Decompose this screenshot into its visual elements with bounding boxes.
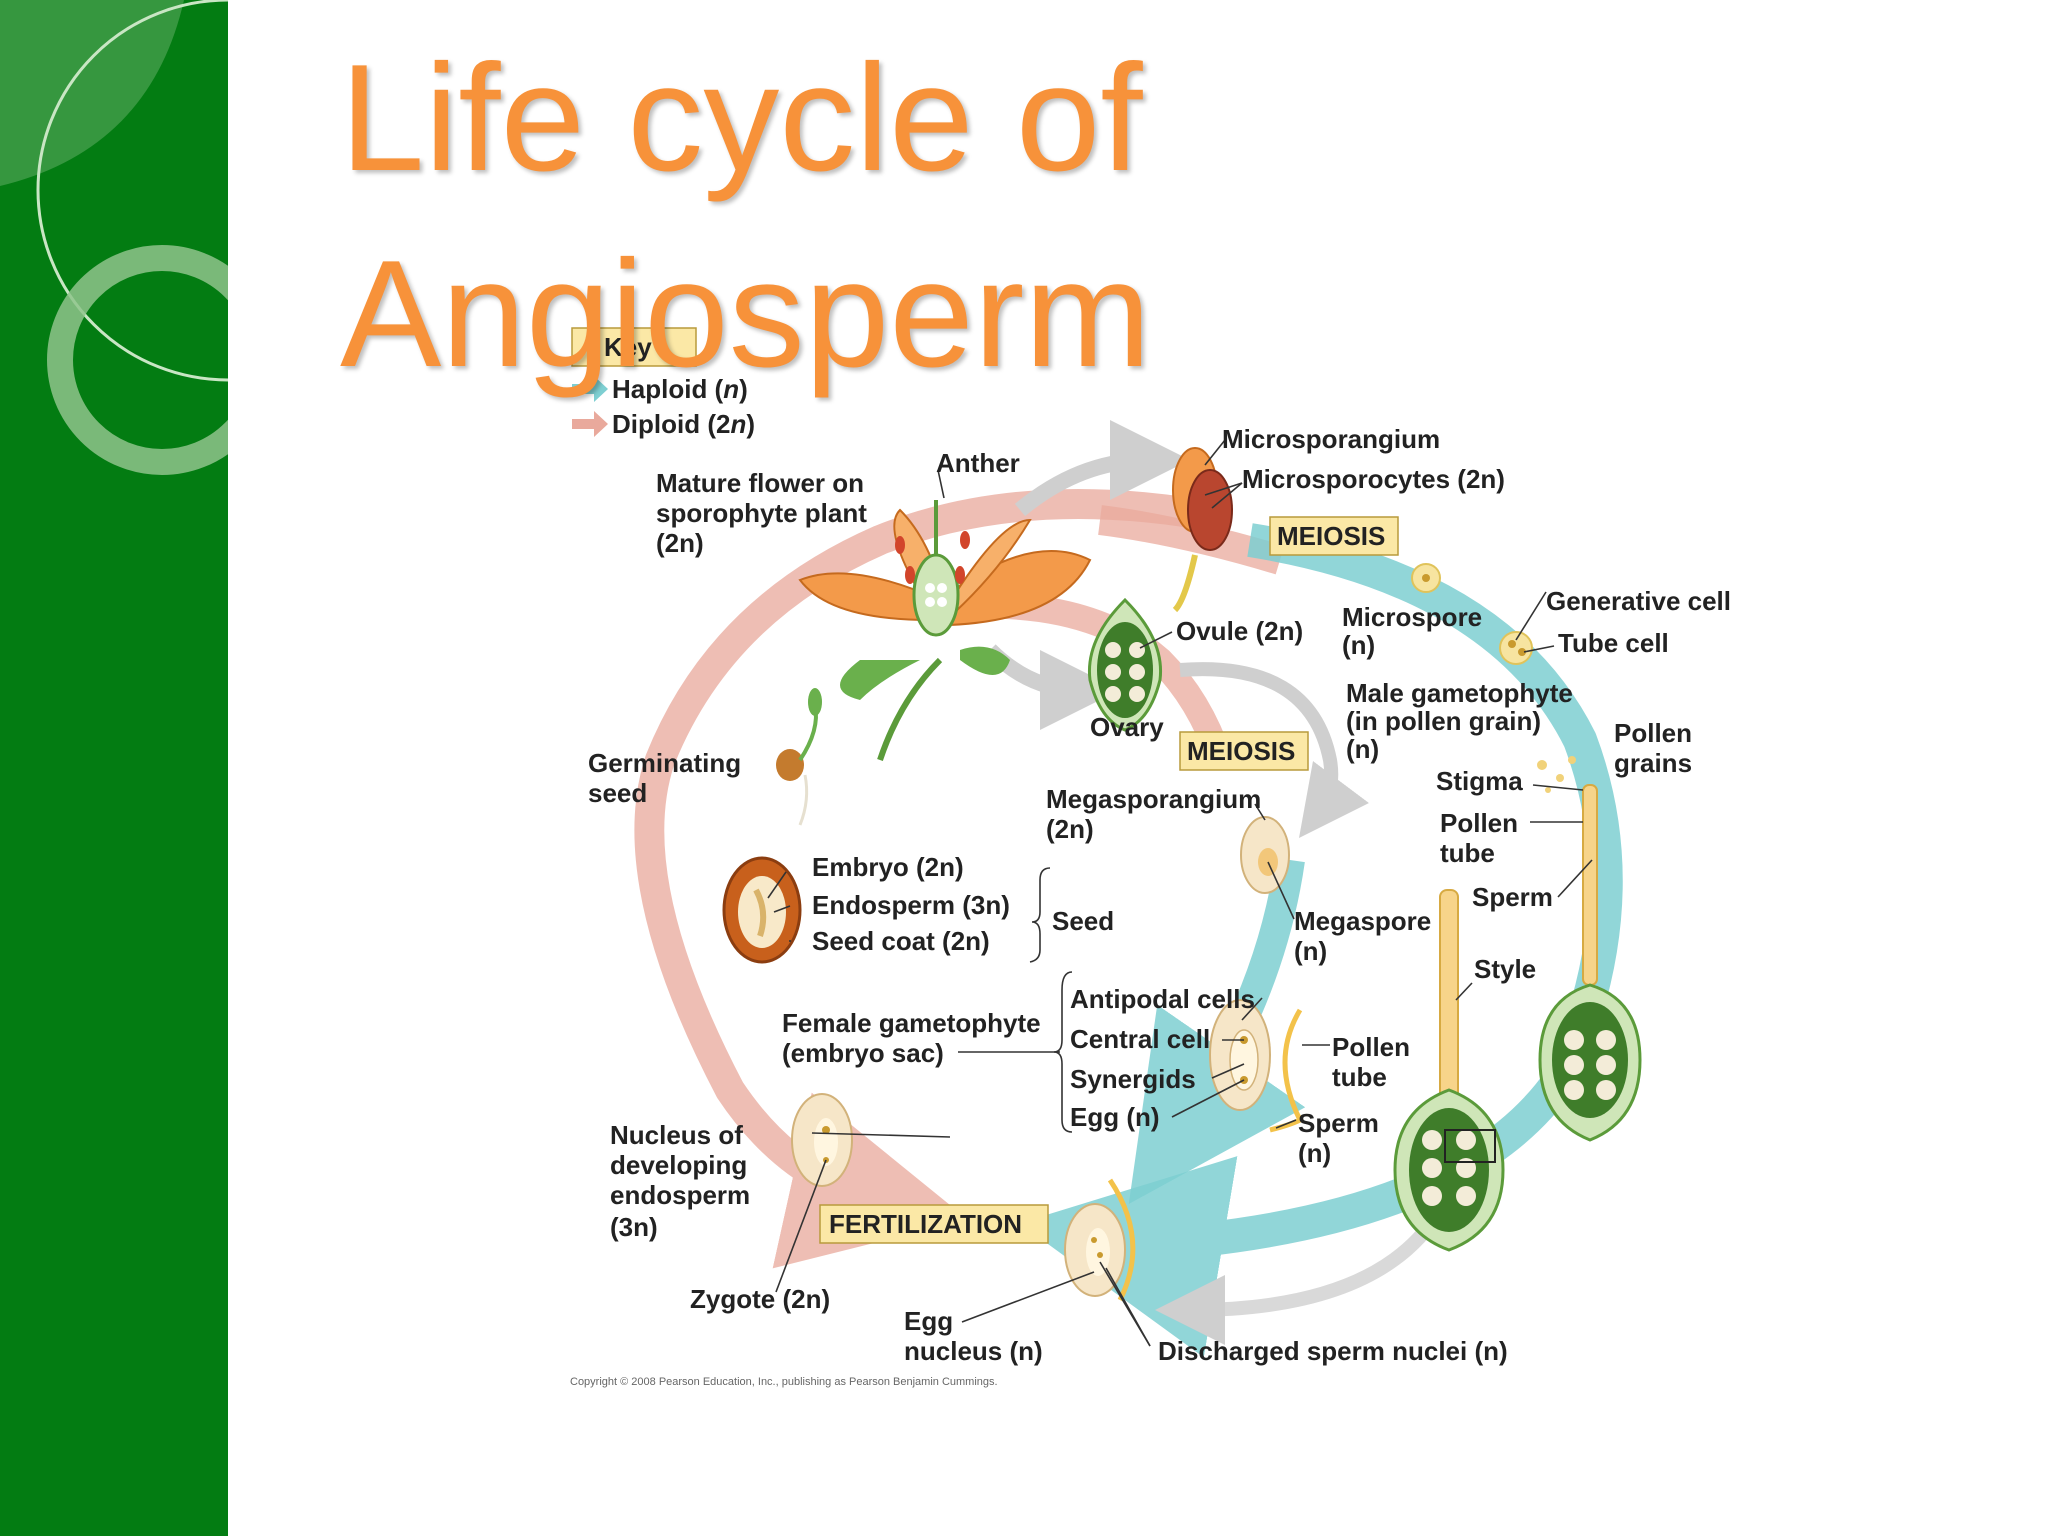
haploid-arrow-swatch [572, 376, 608, 402]
label-microspore-2: (n) [1342, 630, 1375, 660]
label-style: Style [1474, 954, 1536, 984]
label-zygote: Zygote (2n) [690, 1284, 830, 1314]
pistil-illustration [1538, 784, 1642, 1142]
label-sperm-2b: (n) [1298, 1138, 1331, 1168]
slide-title: Life cycle of Angiosperm [340, 20, 1240, 412]
label-pollen-grains-2: grains [1614, 748, 1692, 778]
label-egg: Egg (n) [1070, 1102, 1160, 1132]
label-endosperm: Endosperm (3n) [812, 890, 1010, 920]
label-ovary: Ovary [1090, 712, 1164, 742]
leader-lines [767, 439, 1593, 1347]
label-female-gametophyte-2: (embryo sac) [782, 1038, 944, 1068]
label-megasporangium-1: Megasporangium [1046, 784, 1261, 814]
label-sperm-2a: Sperm [1298, 1108, 1379, 1138]
label-mature-flower-2: sporophyte plant [656, 498, 867, 528]
tube-cell-dot [1518, 648, 1526, 656]
svg-text:MEIOSIS: MEIOSIS [1277, 521, 1385, 551]
sidebar-ring-large [36, 0, 228, 382]
fertilization-badge: FERTILIZATION [819, 1204, 1049, 1244]
label-germinating-seed-2: seed [588, 778, 647, 808]
label-megaspore-2: (n) [1294, 936, 1327, 966]
generative-cell-dot [1508, 640, 1516, 648]
style-ovary-illustration [1393, 889, 1505, 1252]
label-egg-nucleus-2: nucleus (n) [904, 1336, 1043, 1366]
ovary-illustration [1087, 597, 1163, 732]
diploid-cycle-band-outer [634, 489, 1233, 1269]
label-female-gametophyte-1: Female gametophyte [782, 1008, 1041, 1038]
seed-illustration [722, 856, 802, 964]
label-embryo: Embryo (2n) [812, 852, 964, 882]
sidebar-ring-small [47, 245, 228, 475]
label-pollen-tube-1b: tube [1440, 838, 1495, 868]
label-tube-cell: Tube cell [1558, 628, 1669, 658]
label-microsporocytes: Microsporocytes (2n) [1242, 464, 1505, 494]
mature-flower-illustration [798, 500, 1092, 761]
label-megaspore-1: Megaspore [1294, 906, 1431, 936]
label-megasporangium-2: (2n) [1046, 814, 1094, 844]
label-mature-flower-3: (2n) [656, 528, 704, 558]
label-microspore-1: Microspore [1342, 602, 1482, 632]
megasporangium-illustration [1240, 816, 1290, 894]
label-nucleus-endosperm-3: endosperm [610, 1180, 750, 1210]
svg-text:Haploid (n): Haploid (n) [612, 374, 748, 404]
key-haploid-ploidy: n [723, 374, 739, 404]
label-microsporangium: Microsporangium [1222, 424, 1440, 454]
label-pollen-tube-2a: Pollen [1332, 1032, 1410, 1062]
label-sperm-1: Sperm [1472, 882, 1553, 912]
meiosis-badge-2: MEIOSIS [1179, 731, 1309, 771]
label-synergids: Synergids [1070, 1064, 1196, 1094]
developing-endosperm-illustration [791, 1093, 853, 1187]
key-diploid-ploidy: n [730, 409, 746, 439]
slide-title-line-1: Life cycle of [340, 33, 1143, 203]
sidebar-decoration [0, 0, 228, 1536]
label-seed-coat: Seed coat (2n) [812, 926, 990, 956]
svg-text:Diploid (2n): Diploid (2n) [612, 409, 755, 439]
angiosperm-life-cycle-diagram: Key Haploid (n) Diploid (2n) [228, 0, 2048, 1536]
label-egg-nucleus-1: Egg [904, 1306, 953, 1336]
label-anther: Anther [936, 448, 1020, 478]
label-nucleus-endosperm-4: (3n) [610, 1212, 658, 1242]
label-discharged-sperm: Discharged sperm nuclei (n) [1158, 1336, 1508, 1366]
label-nucleus-endosperm-2: developing [610, 1150, 747, 1180]
label-ovule: Ovule (2n) [1176, 616, 1303, 646]
label-stigma: Stigma [1436, 766, 1523, 796]
label-mature-flower-1: Mature flower on [656, 468, 864, 498]
meiosis-badge-1: MEIOSIS [1269, 516, 1399, 556]
label-seed: Seed [1052, 906, 1114, 936]
arrow-ovule-to-megasporangium [1179, 662, 1369, 839]
label-antipodal-cells: Antipodal cells [1070, 984, 1255, 1014]
label-generative-cell: Generative cell [1546, 586, 1731, 616]
label-male-gametophyte-1: Male gametophyte [1346, 678, 1573, 708]
diagram-labels: Anther Mature flower on sporophyte plant… [588, 424, 1731, 1366]
key: Key Haploid (n) Diploid (2n) [571, 327, 755, 439]
germinating-seed-illustration [776, 688, 822, 826]
label-pollen-grains-1: Pollen [1614, 718, 1692, 748]
svg-text:MEIOSIS: MEIOSIS [1187, 736, 1295, 766]
microspore-nucleus [1422, 574, 1430, 582]
key-title: Key [604, 332, 652, 362]
label-pollen-tube-2b: tube [1332, 1062, 1387, 1092]
label-pollen-tube-1a: Pollen [1440, 808, 1518, 838]
label-nucleus-endosperm-1: Nucleus of [610, 1120, 743, 1150]
copyright-credit: Copyright © 2008 Pearson Education, Inc.… [570, 1376, 998, 1388]
pollen-grains-cluster [1537, 756, 1576, 793]
pollen-grain-illustration [1499, 631, 1533, 665]
label-male-gametophyte-3: (n) [1346, 734, 1379, 764]
slide-title-line-2: Angiosperm [340, 229, 1152, 399]
key-title-box [571, 327, 697, 367]
fertilization-ovule-illustration [1064, 1178, 1136, 1302]
key-diploid-label: Diploid (2 [612, 409, 730, 439]
embryo-sac-illustration [1209, 999, 1304, 1133]
arrow-anther-to-microsporangium [1014, 420, 1190, 517]
diploid-arrow-swatch [572, 411, 608, 437]
label-male-gametophyte-2: (in pollen grain) [1346, 706, 1541, 736]
svg-text:FERTILIZATION: FERTILIZATION [829, 1209, 1022, 1239]
label-germinating-seed-1: Germinating [588, 748, 741, 778]
label-central-cell: Central cell [1070, 1024, 1210, 1054]
sidebar-background [0, 0, 228, 1536]
key-haploid-label: Haploid ( [612, 374, 724, 404]
